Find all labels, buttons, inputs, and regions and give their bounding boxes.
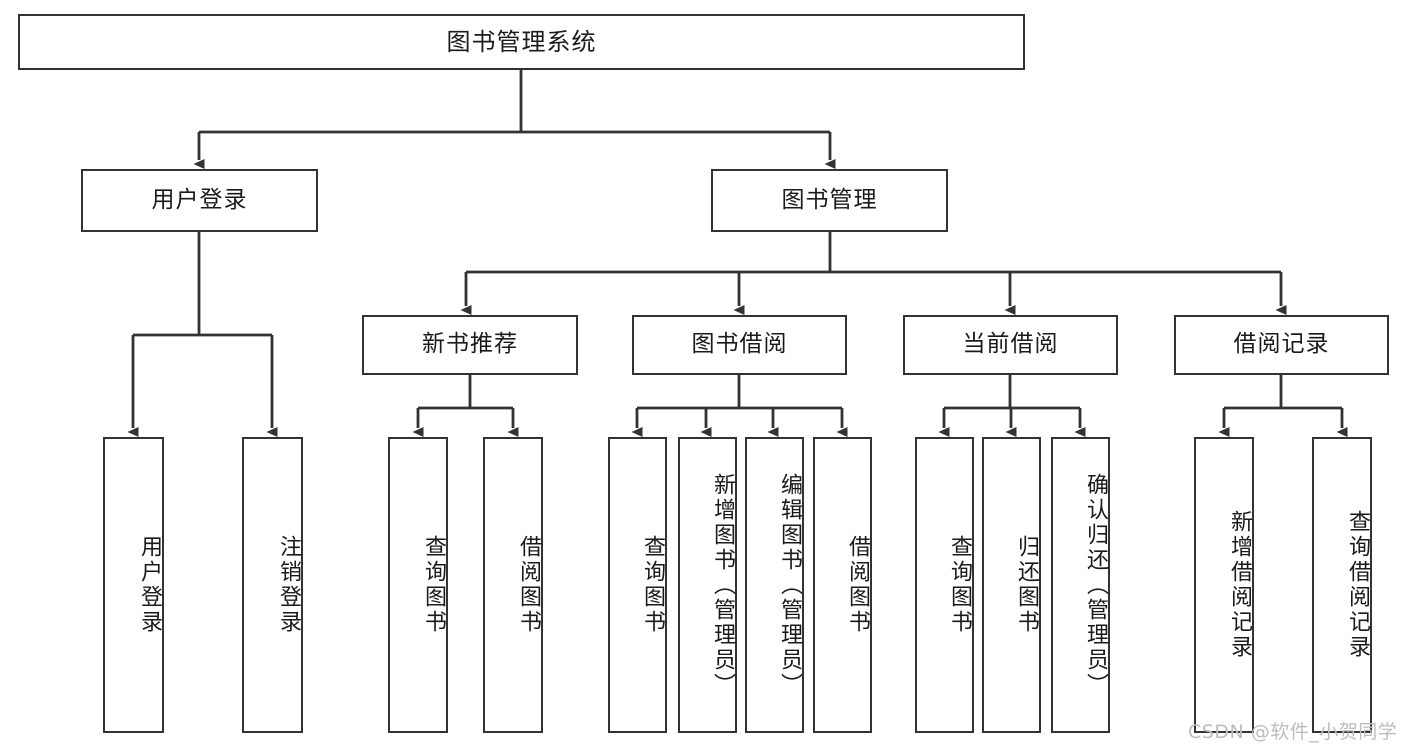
node-current-borrow[interactable]: 当前借阅 — [903, 315, 1118, 375]
node-user-login[interactable]: 用户登录 — [81, 169, 318, 232]
leaf-query-book-3[interactable]: 查询图书 — [915, 437, 974, 733]
node-new-book-recommend[interactable]: 新书推荐 — [362, 315, 578, 375]
node-label: 借阅图书 — [516, 535, 541, 635]
leaf-borrow-book-2[interactable]: 借阅图书 — [813, 437, 872, 733]
node-label: 查询借阅记录 — [1345, 510, 1370, 660]
leaf-query-book-2[interactable]: 查询图书 — [608, 437, 667, 733]
node-book-borrow[interactable]: 图书借阅 — [632, 315, 847, 375]
node-label: 用户登录 — [151, 186, 248, 213]
node-label: 查询图书 — [947, 535, 972, 635]
node-label: 编辑图书（管理员） — [777, 472, 802, 698]
node-label: 查询图书 — [421, 535, 446, 635]
leaf-user-login[interactable]: 用户登录 — [103, 437, 164, 733]
node-borrow-record[interactable]: 借阅记录 — [1174, 315, 1389, 375]
node-label: 新增借阅记录 — [1227, 510, 1252, 660]
leaf-query-book-1[interactable]: 查询图书 — [388, 437, 448, 733]
node-label: 借阅图书 — [845, 535, 870, 635]
leaf-confirm-return[interactable]: 确认归还（管理员） — [1051, 437, 1110, 733]
leaf-return-book[interactable]: 归还图书 — [982, 437, 1041, 733]
leaf-query-record[interactable]: 查询借阅记录 — [1312, 437, 1372, 733]
node-label: 确认归还（管理员） — [1083, 472, 1108, 698]
leaf-add-book[interactable]: 新增图书（管理员） — [678, 437, 737, 733]
node-label: 新书推荐 — [422, 331, 518, 358]
leaf-add-record[interactable]: 新增借阅记录 — [1194, 437, 1254, 733]
node-label: 注销登录 — [276, 535, 301, 635]
leaf-borrow-book-1[interactable]: 借阅图书 — [483, 437, 543, 733]
node-label: 归还图书 — [1014, 535, 1039, 635]
node-label: 图书管理 — [781, 186, 878, 213]
leaf-logout[interactable]: 注销登录 — [242, 437, 303, 733]
node-label: 借阅记录 — [1233, 331, 1330, 358]
node-label: 用户登录 — [137, 535, 162, 635]
node-root-book-management-system[interactable]: 图书管理系统 — [18, 14, 1025, 70]
node-label: 图书借阅 — [691, 331, 788, 358]
watermark: CSDN @软件_小贺同学 — [1188, 721, 1398, 743]
node-label: 新增图书（管理员） — [710, 472, 735, 698]
node-label: 图书管理系统 — [446, 27, 597, 56]
leaf-edit-book[interactable]: 编辑图书（管理员） — [745, 437, 804, 733]
node-label: 查询图书 — [640, 535, 665, 635]
node-label: 当前借阅 — [962, 331, 1059, 358]
node-book-management[interactable]: 图书管理 — [711, 169, 948, 232]
